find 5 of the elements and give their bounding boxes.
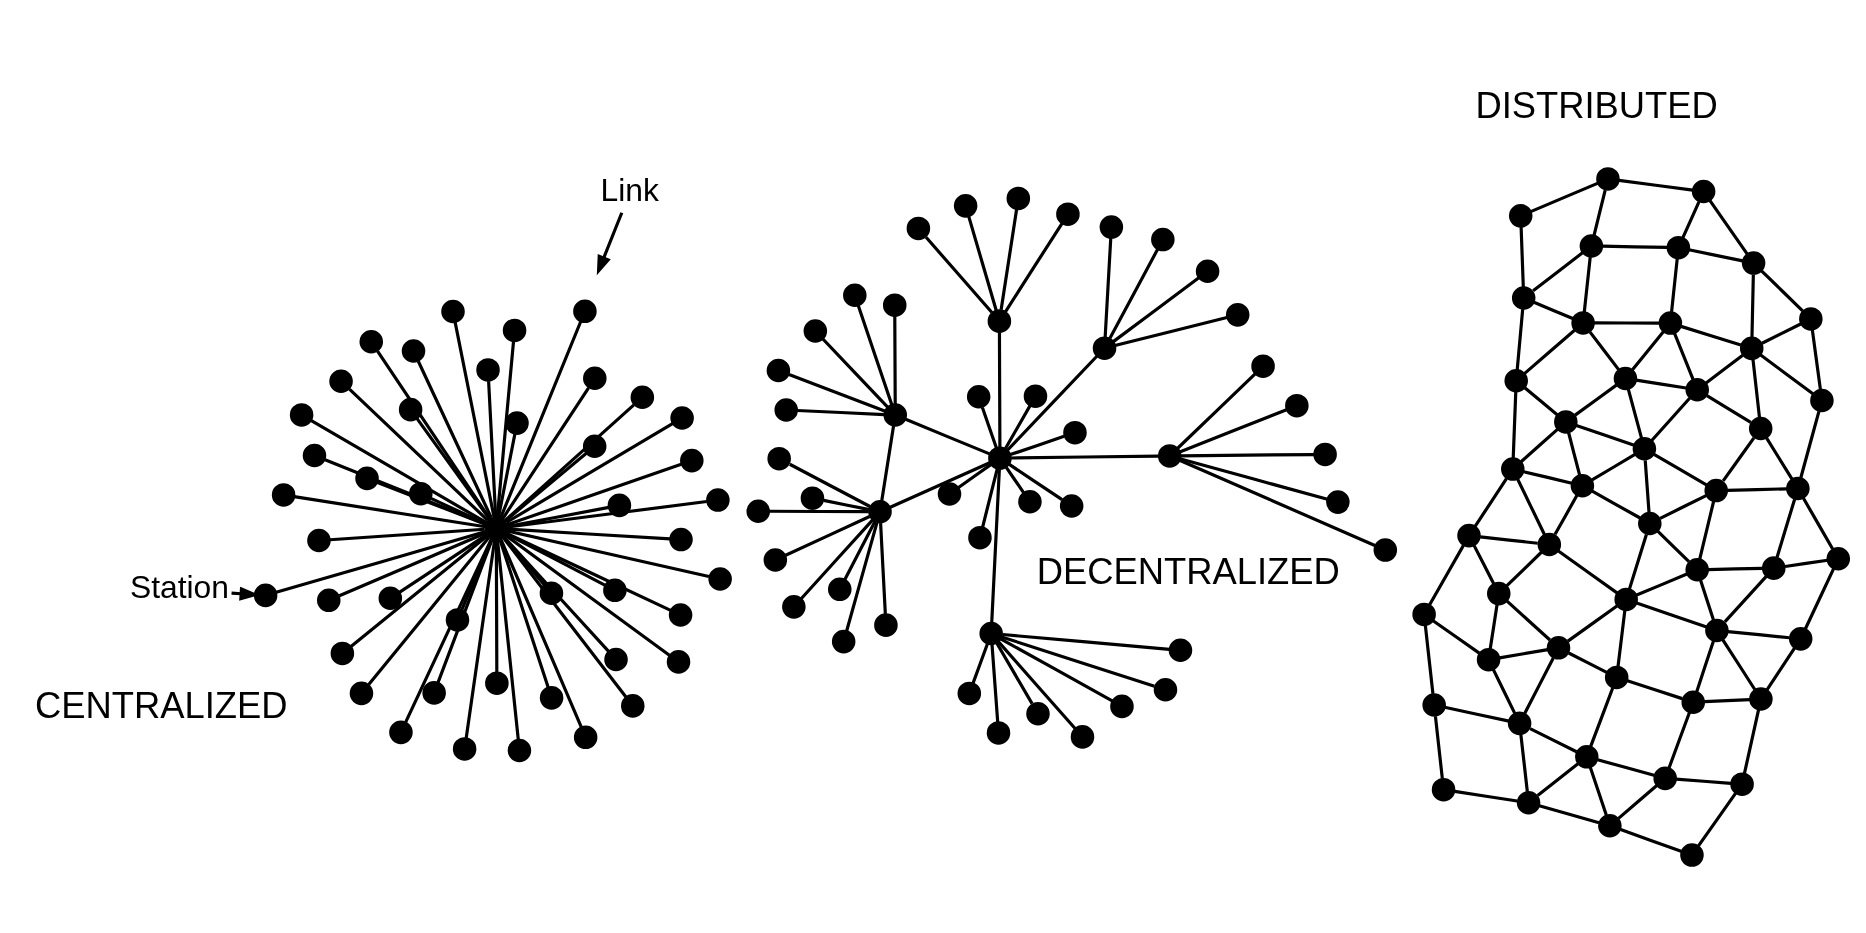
node-text: Station	[129, 568, 229, 605]
label: DISTRIBUTED	[1474, 84, 1718, 126]
node-text: Link	[600, 171, 659, 208]
label: CENTRALIZED	[34, 684, 288, 726]
label: DECENTRALIZED	[1036, 550, 1340, 592]
